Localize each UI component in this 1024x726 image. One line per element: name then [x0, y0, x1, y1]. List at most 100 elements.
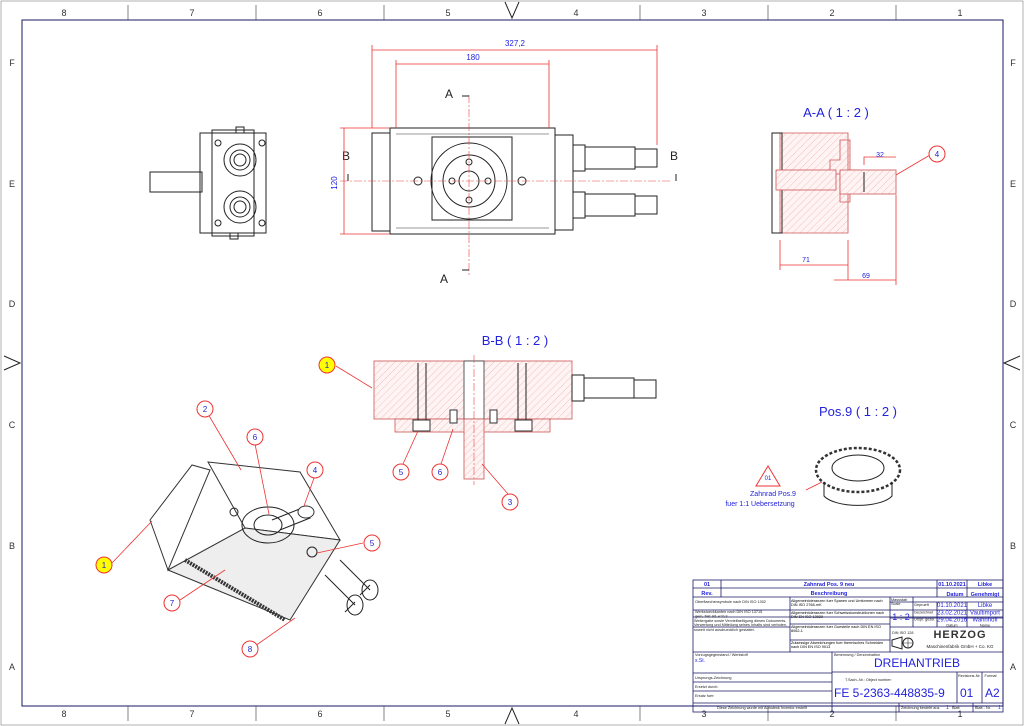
- svg-text:DIN ISO 128: DIN ISO 128: [892, 631, 914, 635]
- svg-text:Libke: Libke: [978, 603, 993, 609]
- copyright-note: Weitergabe sowie Vervielfaeltigung diese…: [694, 619, 788, 632]
- row-label: C: [1010, 420, 1017, 430]
- svg-text:Zeichnung besteht aus: Zeichnung besteht aus: [901, 706, 940, 710]
- svg-text:Beschreibung: Beschreibung: [811, 591, 848, 597]
- svg-text:8: 8: [248, 645, 253, 654]
- svg-text:Format: Format: [985, 674, 998, 678]
- company-logo: HERZOG: [933, 629, 986, 641]
- svg-text:gem. Teil: B1 e=0,3: gem. Teil: B1 e=0,3: [695, 615, 728, 619]
- svg-text:Blatt - Nr.: Blatt - Nr.: [975, 706, 991, 710]
- balloon-6: [431, 463, 449, 481]
- svg-text:T.Sach.-Nr.: Object number:: T.Sach.-Nr.: Object number:: [845, 678, 892, 682]
- svg-text:Libke: Libke: [978, 582, 992, 588]
- balloon-6-iso: [246, 428, 264, 446]
- side-view: [149, 126, 267, 240]
- cut-label-a: A: [445, 87, 453, 101]
- balloon-5-iso: [363, 534, 381, 552]
- svg-text:Geprueft: Geprueft: [914, 603, 930, 607]
- svg-text:1: 1: [998, 705, 1001, 711]
- revision-triangle: [755, 465, 781, 487]
- col-label: 2: [829, 709, 834, 719]
- balloon-1-iso: [95, 556, 113, 574]
- svg-text:Ursprungs-Zeichnung: Ursprungs-Zeichnung: [695, 676, 732, 680]
- col-label: 8: [61, 709, 66, 719]
- svg-text:01.10.2021: 01.10.2021: [938, 582, 966, 588]
- drawing-title: DREHANTRIEB: [874, 656, 960, 670]
- svg-text:01.10.2021: 01.10.2021: [937, 603, 968, 609]
- svg-text:23.02.2021: 23.02.2021: [937, 611, 968, 617]
- col-label: 3: [701, 8, 706, 18]
- row-label: D: [1010, 299, 1017, 309]
- svg-text:Maschinenfabrik GmbH + Co. KG: Maschinenfabrik GmbH + Co. KG: [927, 644, 994, 649]
- col-label: 2: [829, 8, 834, 18]
- front-dimensions: 327,2 180 120: [330, 39, 658, 235]
- cut-label-b: B: [342, 149, 350, 163]
- svg-text:Urspr. gezei.: Urspr. gezei.: [914, 618, 935, 622]
- balloon-5: [392, 463, 410, 481]
- object-number: FE 5-2363-448835-9: [834, 686, 945, 700]
- dim-depth-right: 69: [862, 273, 870, 280]
- detail-pos9: Pos.9 ( 1 : 2 ) 01 Zahnrad Pos.9 fuer 1:…: [725, 404, 902, 508]
- col-label: 4: [573, 8, 578, 18]
- revision-note-line1: Zahnrad Pos.9: [750, 491, 796, 498]
- svg-text:3: 3: [508, 498, 513, 507]
- balloon-4: [928, 145, 946, 163]
- dim-height: 120: [330, 176, 339, 190]
- row-label: B: [1010, 541, 1016, 551]
- svg-text:Diese Zeichnung wurde mit Auto: Diese Zeichnung wurde mit Autodesk Inven…: [717, 706, 808, 710]
- svg-text:Genehmigt: Genehmigt: [971, 592, 1000, 598]
- col-label: 1: [957, 709, 962, 719]
- svg-text:4: 4: [935, 150, 940, 159]
- svg-text:4: 4: [313, 466, 318, 475]
- section-bb: B-B ( 1 : 2 ) 1 5 6 3: [318, 333, 657, 511]
- balloon-8: [241, 640, 259, 658]
- revision-number: 01: [960, 686, 974, 700]
- row-label: D: [9, 299, 16, 309]
- view-title-bb: B-B ( 1 : 2 ): [482, 333, 548, 348]
- svg-text:Ersetzt durch:: Ersetzt durch:: [695, 685, 718, 689]
- row-label: F: [9, 58, 15, 68]
- col-label: 1: [957, 8, 962, 18]
- row-label: C: [9, 420, 16, 430]
- row-label: B: [9, 541, 15, 551]
- svg-text:01: 01: [704, 582, 710, 588]
- balloon-1: [318, 356, 336, 374]
- col-label: 7: [189, 8, 194, 18]
- col-label: 3: [701, 709, 706, 719]
- svg-text:1: 1: [946, 705, 949, 711]
- svg-text:7: 7: [170, 599, 175, 608]
- material-value: s.St.: [695, 658, 705, 664]
- svg-text:Zahnrad Pos. 9 neu: Zahnrad Pos. 9 neu: [804, 582, 855, 588]
- svg-text:1: 1: [325, 361, 330, 370]
- svg-text:Name: Name: [980, 624, 990, 628]
- svg-text:Blatt: Blatt: [952, 706, 961, 710]
- projection-symbol-icon: [891, 636, 914, 650]
- balloon-2: [196, 400, 214, 418]
- svg-text:6: 6: [438, 468, 443, 477]
- cut-label-b: B: [670, 149, 678, 163]
- section-aa: A-A ( 1 : 2 ) 71 69 32 4: [771, 105, 946, 285]
- row-label: A: [9, 662, 15, 672]
- svg-text:Datum: Datum: [946, 592, 963, 598]
- col-label: 7: [189, 709, 194, 719]
- svg-text:Oberflaechensymbole nach DIN I: Oberflaechensymbole nach DIN ISO 1302: [695, 600, 766, 604]
- svg-text:2: 2: [203, 405, 208, 414]
- svg-text:1: 1: [102, 561, 107, 570]
- col-label: 6: [317, 8, 322, 18]
- row-label: E: [1010, 179, 1016, 189]
- row-label: F: [1010, 58, 1016, 68]
- col-label: 5: [445, 8, 450, 18]
- balloon-4-iso: [306, 461, 324, 479]
- svg-text:Gezeichnet: Gezeichnet: [914, 611, 934, 615]
- svg-text:01: 01: [765, 476, 772, 482]
- sheet-format: A2: [985, 686, 1000, 700]
- svg-text:5: 5: [399, 468, 404, 477]
- col-label: 5: [445, 709, 450, 719]
- svg-text:Vorzugsgegenstand / Werkstoff: Vorzugsgegenstand / Werkstoff: [695, 653, 749, 657]
- col-label: 6: [317, 709, 322, 719]
- svg-text:Ersatz fuer:: Ersatz fuer:: [695, 694, 714, 698]
- revision-note-line2: fuer 1:1 Uebersetzung: [725, 501, 794, 508]
- grid-row-labels: F E D C B A F E D C B A: [9, 58, 1017, 672]
- isometric-view: 2 6 4 5 1 7 8: [95, 400, 381, 658]
